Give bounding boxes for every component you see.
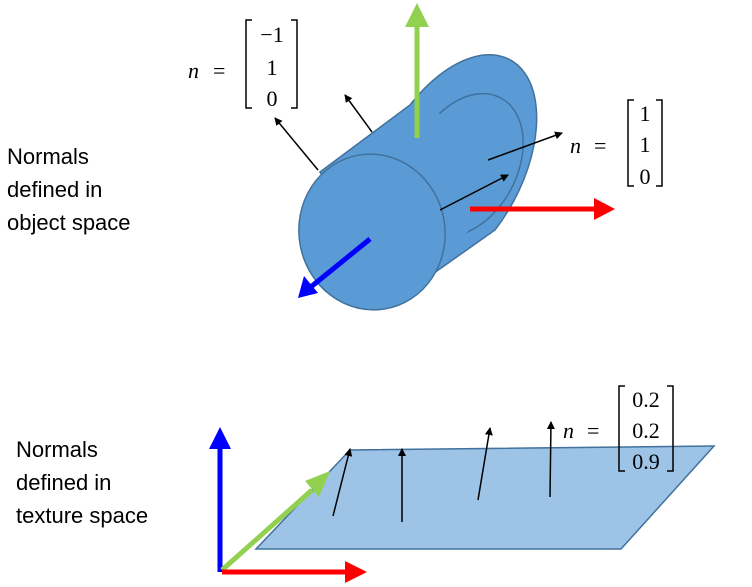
vector-entry: −1 xyxy=(260,22,283,47)
equation-var: n xyxy=(188,58,199,83)
equation-var: n xyxy=(563,418,574,443)
texture-space-line-1: Normals xyxy=(16,437,98,462)
texture-axes xyxy=(209,427,367,583)
equation-texture: n = 0.2 0.2 0.9 xyxy=(563,385,674,474)
bracket-right xyxy=(667,385,674,472)
equation-equals: = xyxy=(587,418,599,443)
vector-entry: 0 xyxy=(267,86,278,111)
normal-arrow-icon xyxy=(546,421,555,498)
normal-arrow-icon xyxy=(344,94,373,133)
bracket-right xyxy=(656,99,663,187)
equation-equals: = xyxy=(213,58,225,83)
cylinder-front-cap xyxy=(298,153,446,311)
vector-entry: 0 xyxy=(640,164,651,189)
vector-entry: 1 xyxy=(267,55,278,80)
equation-object-left: n = −1 1 0 xyxy=(188,19,298,111)
equation-equals: = xyxy=(594,133,606,158)
vector-entry: 0.2 xyxy=(632,387,660,412)
object-space-label: Normals defined in object space xyxy=(7,140,131,239)
cylinder xyxy=(298,53,538,311)
vector-entry: 1 xyxy=(640,132,651,157)
red-arrowhead xyxy=(345,561,367,583)
plane-normals xyxy=(332,421,555,522)
texture-plane xyxy=(254,445,716,550)
object-space-line-1: Normals xyxy=(7,144,89,169)
vector-entry: 1 xyxy=(640,101,651,126)
green-arrowhead xyxy=(305,471,330,497)
green-arrowhead xyxy=(405,3,429,27)
equation-object-right: n = 1 1 0 xyxy=(570,99,663,189)
blue-arrowhead xyxy=(209,427,231,449)
axis-arrow-icon xyxy=(310,237,372,288)
object-space-line-3: object space xyxy=(7,210,131,235)
texture-space-line-3: texture space xyxy=(16,503,149,528)
bracket-left xyxy=(245,19,252,109)
axis-arrow-icon xyxy=(220,488,314,572)
vector-entry: 0.2 xyxy=(632,418,660,443)
texture-space-line-2: defined in xyxy=(16,470,112,495)
red-arrowhead xyxy=(594,198,615,220)
normal-arrow-icon xyxy=(477,427,493,501)
normal-arrow-icon xyxy=(274,117,319,171)
normal-arrow-icon xyxy=(487,131,563,161)
equation-var: n xyxy=(570,133,581,158)
blue-arrowhead xyxy=(298,276,318,298)
object-space-line-2: defined in xyxy=(7,177,103,202)
bracket-right xyxy=(291,19,298,109)
texture-space-label: Normals defined in texture space xyxy=(16,433,148,532)
normal-arrow-icon xyxy=(332,448,353,517)
object-axes xyxy=(298,3,615,298)
vector-entry: 0.9 xyxy=(632,449,660,474)
bracket-left xyxy=(618,385,625,472)
cylinder-normals xyxy=(274,94,563,211)
bracket-left xyxy=(627,99,634,187)
normal-arrow-icon xyxy=(439,174,509,211)
